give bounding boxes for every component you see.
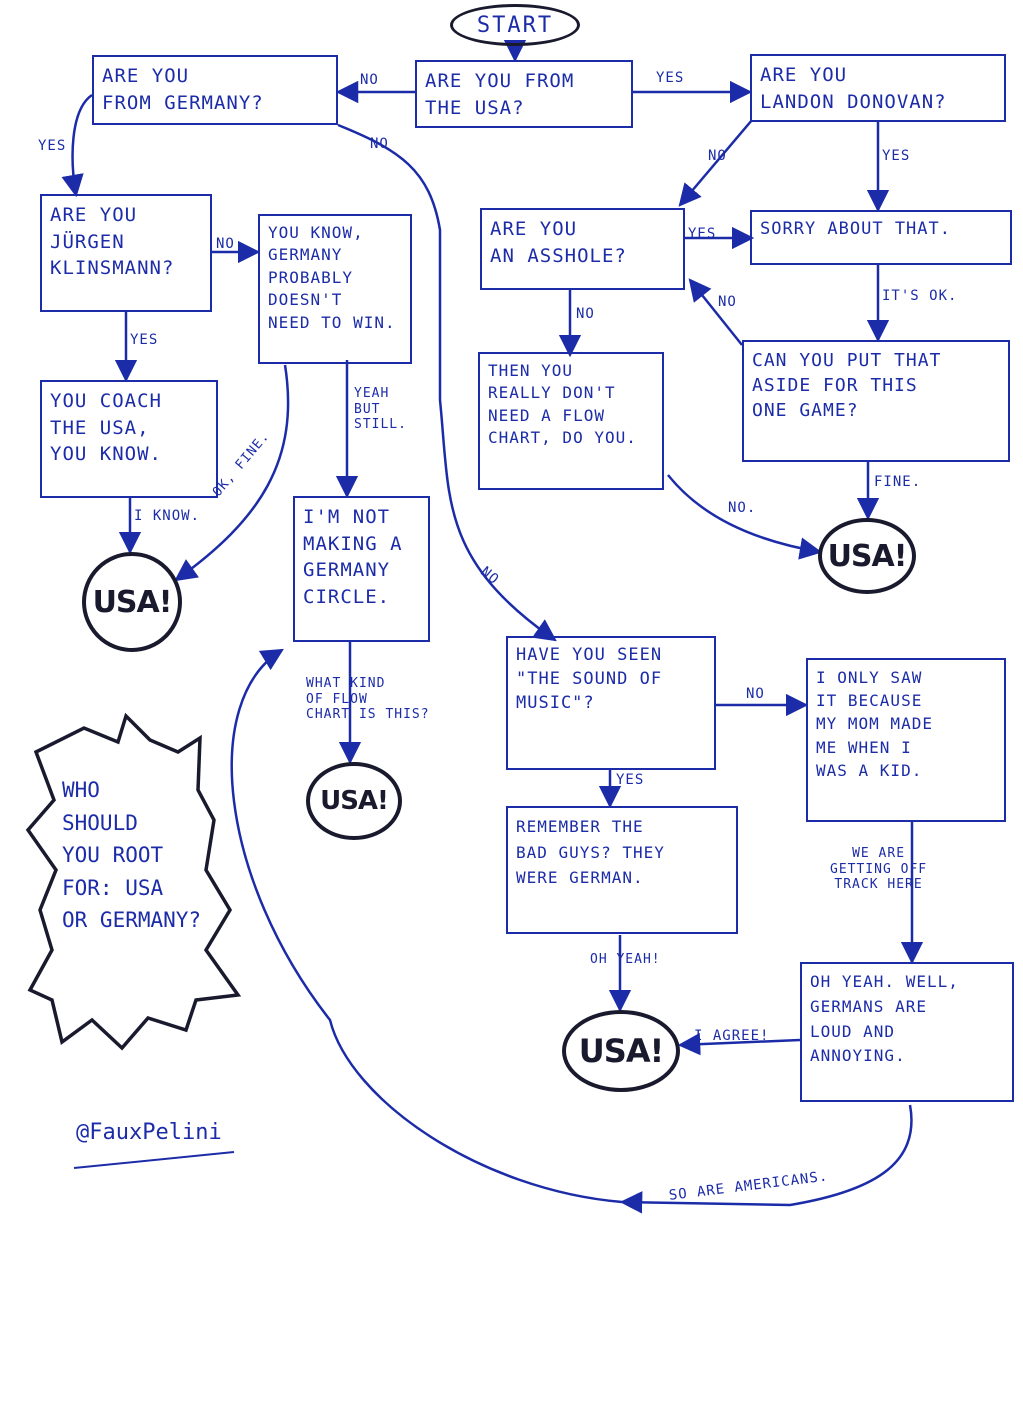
node-not-making: I'M NOT MAKING A GERMANY CIRCLE. [293, 496, 430, 642]
label-no-klinsmann: NO [216, 236, 235, 252]
label-yes-sorry: YES [688, 226, 717, 242]
edge-loud-usa4 [677, 1032, 801, 1056]
node-asshole: ARE YOU AN ASSHOLE? [480, 208, 685, 290]
edge-germany-klinsmann [61, 93, 93, 198]
burst-outline [25, 712, 242, 1051]
start-terminal: START [450, 4, 580, 46]
edge-flow-usa2 [667, 474, 823, 560]
node-landon-donovan: ARE YOU LANDON DONOVAN? [750, 54, 1006, 122]
label-no-music: NO [746, 686, 765, 702]
usa-terminal-4: USA! [562, 1010, 680, 1092]
node-mom: I ONLY SAW IT BECAUSE MY MOM MADE ME WHE… [806, 658, 1006, 822]
label-no-put-aside: NO [718, 294, 737, 310]
node-loud: OH YEAH. WELL, GERMANS ARE LOUD AND ANNO… [800, 962, 1014, 1102]
label-i-know: I KNOW. [134, 508, 201, 524]
edge-loud-loop [619, 1104, 913, 1214]
label-no-flow: NO. [728, 500, 757, 516]
node-coach: YOU COACH THE USA, YOU KNOW. [40, 380, 218, 498]
label-yes-coach: YES [130, 332, 159, 348]
start-label: START [476, 12, 554, 38]
edge-win-usa1 [174, 364, 290, 582]
node-from-germany: ARE YOU FROM GERMANY? [92, 55, 338, 125]
label-oh-yeah: OH YEAH! [590, 952, 661, 967]
edge-putaside-asshole [688, 278, 743, 346]
label-off-track: WE ARE GETTING OFF TRACK HERE [830, 846, 928, 893]
label-fine: FINE. [874, 474, 922, 490]
usa-terminal-2: USA! [818, 518, 916, 594]
usa-terminal-3: USA! [306, 762, 402, 840]
burst-title: WHO SHOULD YOU ROOT FOR: USA OR GERMANY? [62, 778, 202, 933]
label-yes-music: YES [616, 772, 645, 788]
edge-landon-asshole [678, 119, 753, 207]
label-no-from-germany: NO [370, 136, 389, 152]
label-what-kind: WHAT KIND OF FLOW CHART IS THIS? [306, 676, 430, 723]
node-from-usa: ARE YOU FROM THE USA? [415, 60, 633, 128]
edge-germany-sound [337, 123, 557, 642]
label-no-landon: NO [708, 148, 727, 164]
label-yes-klinsmann: YES [38, 138, 67, 154]
label-its-ok: IT'S OK. [882, 288, 958, 304]
label-i-agree: I AGREE! [694, 1028, 770, 1044]
label-no-germany: NO [360, 72, 379, 88]
edge-loop-back [230, 648, 623, 1204]
node-flow-chart: THEN YOU REALLY DON'T NEED A FLOW CHART,… [478, 352, 664, 490]
label-no-asshole: NO [576, 306, 595, 322]
label-yeah-but-still: YEAH BUT STILL. [354, 386, 407, 433]
node-klinsmann: ARE YOU JÜRGEN KLINSMANN? [40, 194, 212, 312]
node-sound-of-music: HAVE YOU SEEN "THE SOUND OF MUSIC"? [506, 636, 716, 770]
node-sorry: SORRY ABOUT THAT. [750, 210, 1012, 265]
label-yes-sorry-landon: YES [882, 148, 911, 164]
label-yes-landon: YES [656, 70, 685, 86]
node-germany-win: YOU KNOW, GERMANY PROBABLY DOESN'T NEED … [258, 214, 412, 364]
credit-handle: @FauxPelini [76, 1120, 222, 1145]
node-put-aside: CAN YOU PUT THAT ASIDE FOR THIS ONE GAME… [742, 340, 1010, 462]
usa-terminal-1: USA! [82, 552, 182, 652]
node-bad-guys: REMEMBER THE BAD GUYS? THEY WERE GERMAN. [506, 806, 738, 934]
credit-underline [73, 1151, 235, 1169]
